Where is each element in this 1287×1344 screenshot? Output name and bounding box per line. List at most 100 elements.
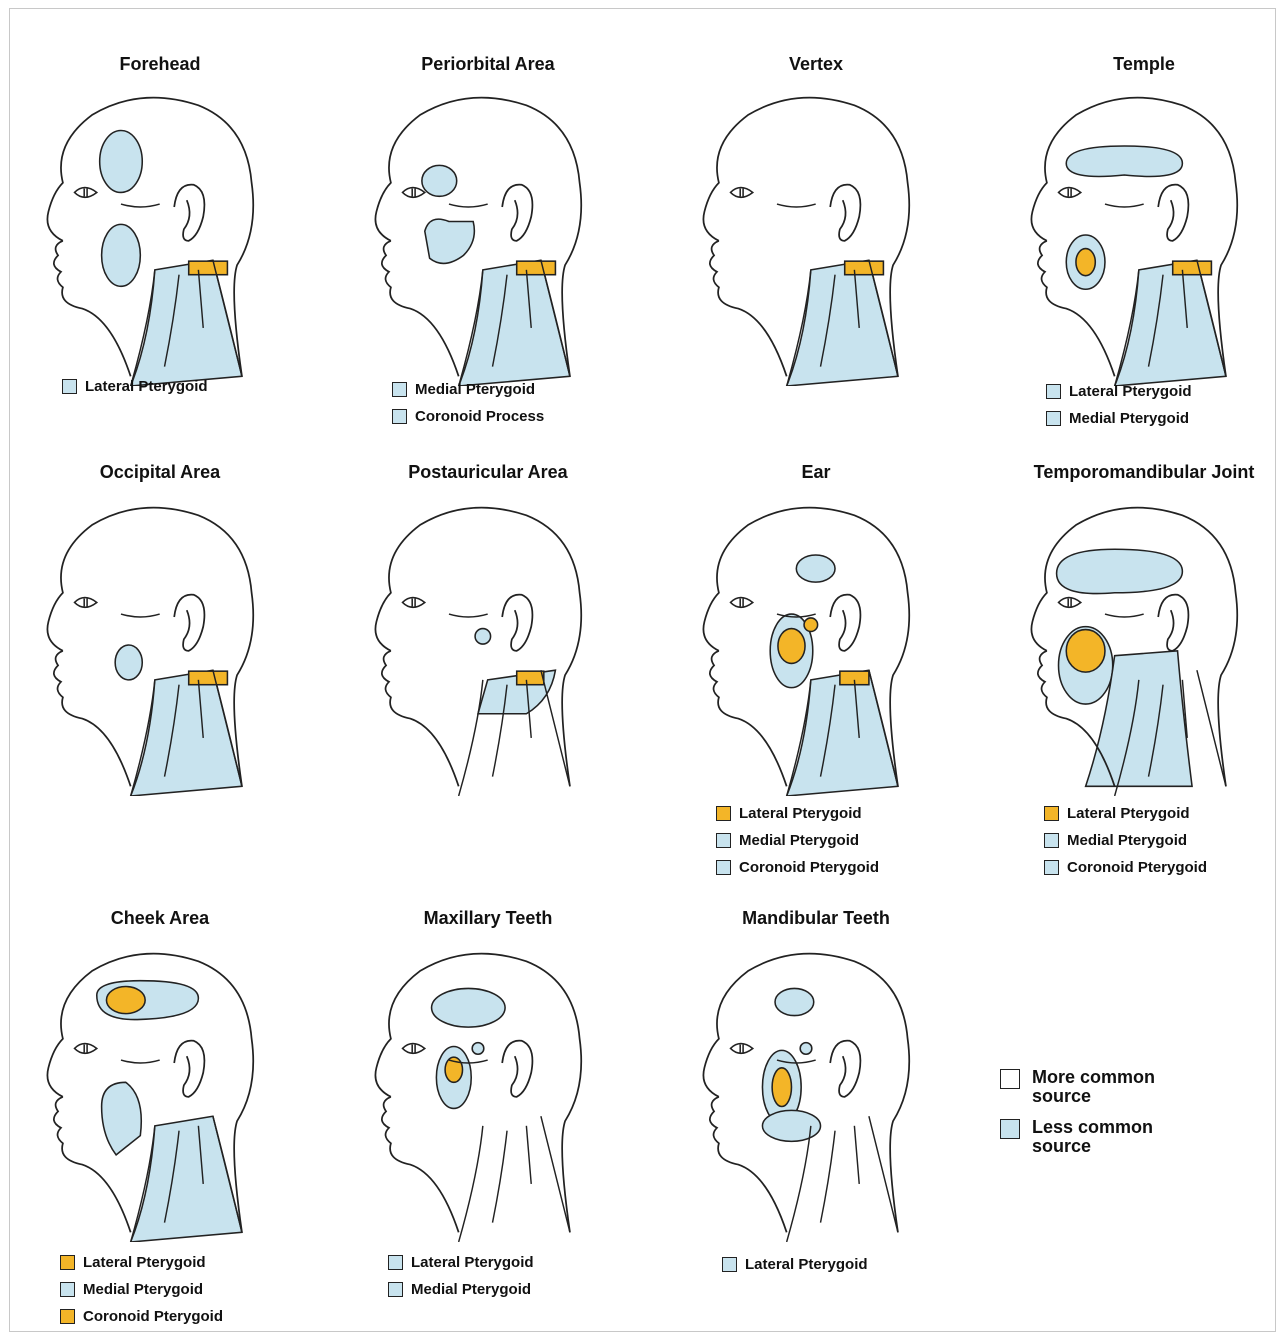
less-common-swatch: [60, 1282, 75, 1297]
legend-label: Lateral Pterygoid: [85, 378, 208, 395]
panel-vertex: Vertex: [656, 58, 976, 478]
legend-item: Coronoid Process: [392, 403, 544, 430]
more-common-pain-region: [106, 987, 145, 1014]
more-common-pain-region: [189, 261, 228, 275]
less-common-pain-region: [1066, 146, 1182, 176]
legend-label: Medial Pterygoid: [739, 832, 859, 849]
less-common-pain-region: [800, 1043, 812, 1055]
panel-legend: Lateral Pterygoid: [722, 1251, 868, 1278]
less-common-pain-region: [131, 670, 242, 796]
less-common-swatch: [1000, 1119, 1020, 1139]
legend-label: Lateral Pterygoid: [411, 1254, 534, 1271]
head-illustration: [984, 496, 1284, 796]
eye-icon: [75, 188, 97, 198]
legend-label: Medial Pterygoid: [415, 381, 535, 398]
legend-item: Lateral Pterygoid: [60, 1249, 223, 1276]
legend-label: Medial Pterygoid: [1069, 410, 1189, 427]
legend-item: Medial Pterygoid: [716, 827, 879, 854]
ear-outline: [830, 595, 860, 651]
legend-label: Medial Pterygoid: [83, 1281, 203, 1298]
legend-label: Lateral Pterygoid: [83, 1254, 206, 1271]
less-common-pain-region: [796, 555, 835, 582]
less-common-pain-region: [131, 260, 242, 386]
cheek-line: [777, 204, 816, 207]
more-common-pain-region: [189, 671, 228, 685]
less-common-pain-region: [131, 1116, 242, 1242]
panel-title: Cheek Area: [0, 908, 320, 929]
panel-title: Vertex: [656, 54, 976, 75]
less-common-pain-region: [459, 260, 570, 386]
less-common-pain-region: [762, 1110, 820, 1141]
less-common-swatch: [716, 860, 731, 875]
less-common-swatch: [716, 833, 731, 848]
less-common-swatch: [722, 1257, 737, 1272]
panel-title: Temporomandibular Joint: [984, 462, 1287, 483]
more-common-pain-region: [1066, 630, 1105, 673]
legend-item: Lateral Pterygoid: [388, 1249, 534, 1276]
less-common-pain-region: [1115, 260, 1226, 386]
head-illustration: [328, 496, 628, 796]
eye-icon: [731, 188, 753, 198]
panel-periorbital-area: Periorbital AreaMedial PterygoidCoronoid…: [328, 58, 648, 478]
head-illustration: [328, 86, 628, 386]
cheek-line: [121, 204, 160, 207]
less-common-pain-region: [425, 219, 475, 263]
ear-outline: [174, 595, 204, 651]
less-common-pain-region: [100, 131, 143, 193]
head-illustration: [656, 942, 956, 1242]
more-common-swatch: [60, 1309, 75, 1324]
more-common-swatch: [1044, 806, 1059, 821]
panel-title: Periorbital Area: [328, 54, 648, 75]
source-key: More common source Less common source: [1000, 1068, 1192, 1168]
more-common-pain-region: [517, 261, 556, 275]
less-common-swatch: [388, 1282, 403, 1297]
eye-icon: [403, 188, 425, 198]
panel-mandibular-teeth: Mandibular TeethLateral Pterygoid: [656, 912, 976, 1332]
less-common-pain-region: [475, 629, 490, 644]
key-label: Less common source: [1032, 1118, 1192, 1156]
cheek-line: [121, 614, 160, 617]
more-common-swatch: [716, 806, 731, 821]
panel-title: Ear: [656, 462, 976, 483]
legend-label: Coronoid Pterygoid: [1067, 859, 1207, 876]
head-illustration: [984, 86, 1284, 386]
less-common-pain-region: [472, 1043, 484, 1055]
more-common-pain-region: [517, 671, 544, 685]
legend-item: Lateral Pterygoid: [1046, 378, 1192, 405]
ear-outline: [1158, 595, 1188, 651]
more-common-pain-region: [778, 629, 805, 664]
less-common-pain-region: [787, 670, 898, 796]
legend-label: Lateral Pterygoid: [1067, 805, 1190, 822]
less-common-pain-region: [775, 988, 814, 1015]
more-common-pain-region: [845, 261, 884, 275]
less-common-pain-region: [787, 260, 898, 386]
legend-item: Medial Pterygoid: [1044, 827, 1207, 854]
ear-outline: [502, 1041, 532, 1097]
more-common-swatch: [1000, 1069, 1020, 1089]
less-common-swatch: [1046, 411, 1061, 426]
less-common-swatch: [62, 379, 77, 394]
more-common-pain-region: [772, 1068, 791, 1107]
ear-outline: [174, 1041, 204, 1097]
head-illustration: [0, 496, 300, 796]
panel-title: Temple: [984, 54, 1287, 75]
panel-forehead: ForeheadLateral Pterygoid: [0, 58, 320, 478]
legend-label: Coronoid Pterygoid: [739, 859, 879, 876]
legend-item: Medial Pterygoid: [1046, 405, 1192, 432]
less-common-pain-region: [1057, 549, 1183, 593]
legend-label: Coronoid Process: [415, 408, 544, 425]
cheek-line: [1105, 204, 1144, 207]
ear-outline: [1158, 185, 1188, 241]
eye-icon: [403, 598, 425, 608]
legend-label: Lateral Pterygoid: [739, 805, 862, 822]
ear-outline: [830, 1041, 860, 1097]
ear-outline: [174, 185, 204, 241]
